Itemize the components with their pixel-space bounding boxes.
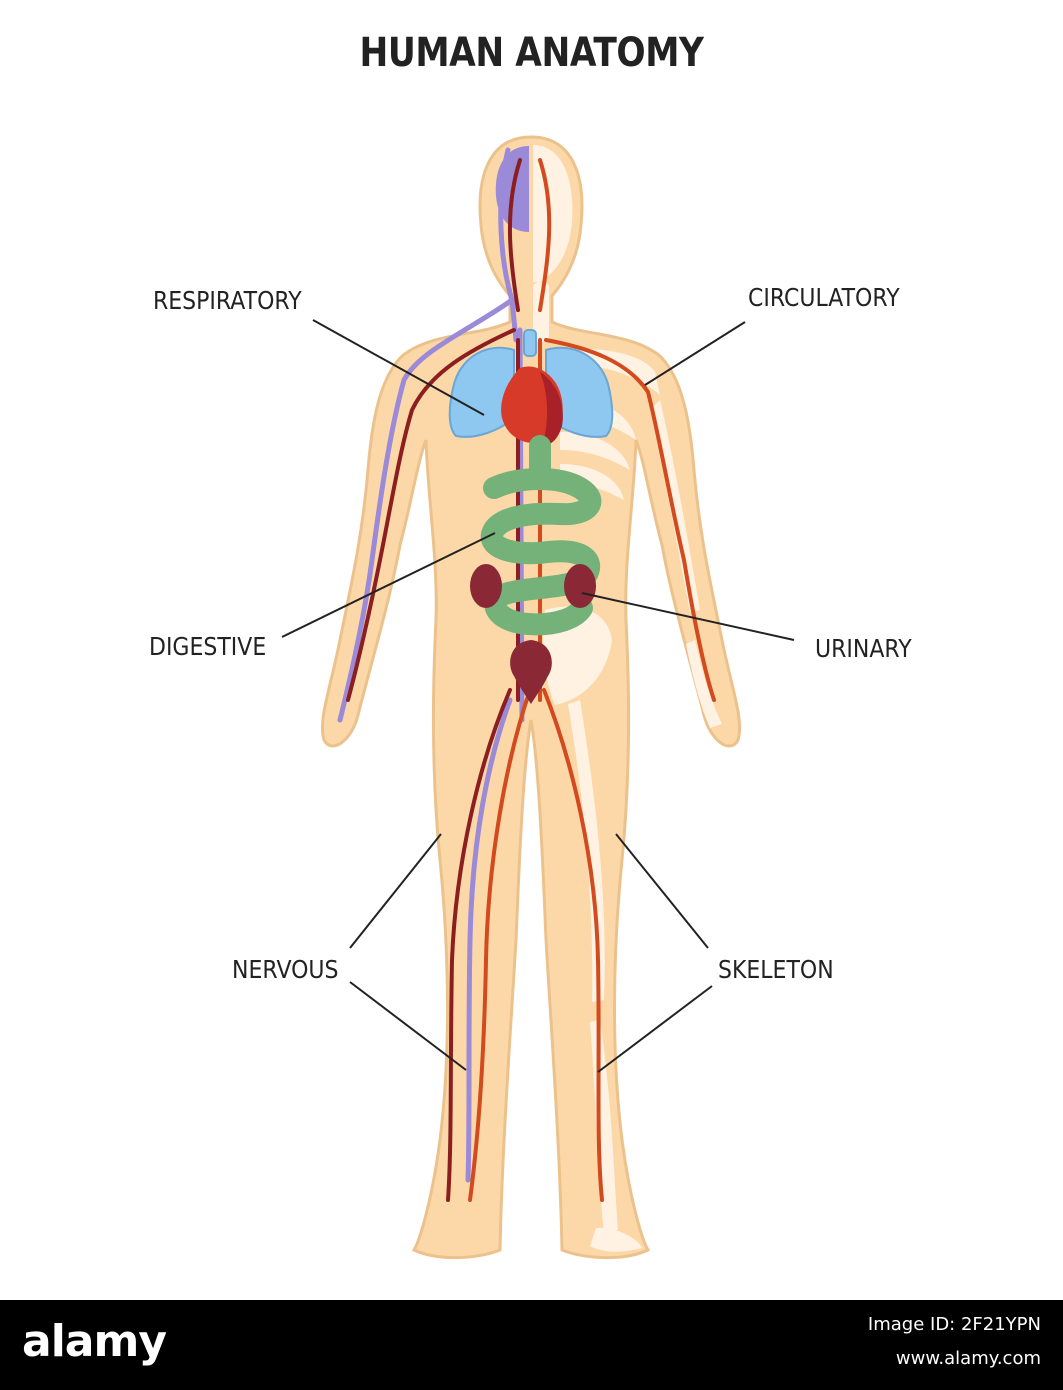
circulatory-leader-line (645, 322, 745, 385)
watermark-footer: alamy Image ID: 2F21YPN www.alamy.com (0, 1300, 1063, 1390)
nervous-leader-line-upper (350, 834, 441, 948)
image-id: Image ID: 2F21YPN (868, 1314, 1041, 1335)
skeleton-leader-line-upper (616, 834, 708, 948)
skeleton-label: SKELETON (718, 955, 834, 984)
nervous-label: NERVOUS (232, 955, 338, 984)
circulatory-label: CIRCULATORY (748, 283, 900, 312)
anatomy-poster: HUMAN ANATOMY RESPIRATORY CIRCULATORY DI… (0, 0, 1063, 1300)
page-title: HUMAN ANATOMY (74, 30, 988, 76)
digestive-label: DIGESTIVE (149, 632, 266, 661)
source-url: www.alamy.com (896, 1348, 1041, 1369)
brand-logo: alamy (22, 1316, 166, 1367)
urinary-label: URINARY (815, 634, 912, 663)
respiratory-label: RESPIRATORY (153, 286, 302, 315)
